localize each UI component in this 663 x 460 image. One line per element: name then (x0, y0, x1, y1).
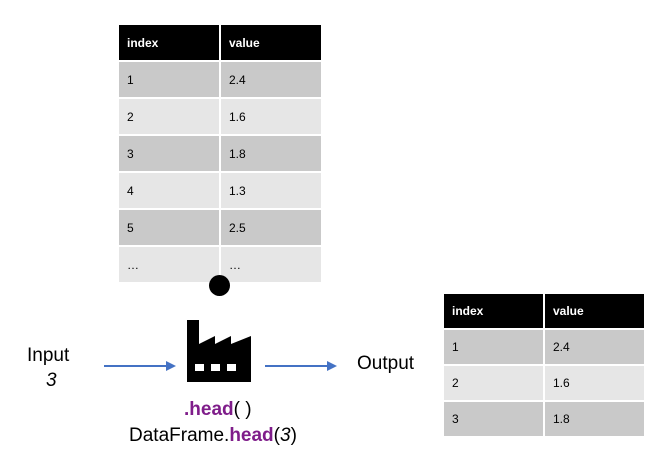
connector-dot (209, 275, 230, 296)
method-call-label: DataFrame.head(3) (129, 425, 297, 447)
call-open-paren: ( (273, 425, 280, 446)
table-row: 1 2.4 (444, 330, 644, 364)
output-arrow-icon (265, 361, 337, 371)
call-close-paren: ) (290, 425, 297, 446)
call-argument: 3 (280, 425, 291, 446)
cell-index: 5 (119, 210, 219, 245)
method-short-label: .head( ) (184, 399, 252, 421)
cell-value: … (221, 247, 321, 282)
cell-index: 1 (119, 62, 219, 97)
method-name: head (189, 399, 234, 420)
cell-value: 2.4 (221, 62, 321, 97)
header-value: value (545, 294, 644, 328)
method-args: ( ) (233, 399, 252, 420)
cell-value: 1.8 (221, 136, 321, 171)
header-index: index (119, 25, 219, 60)
input-value: 3 (46, 370, 57, 391)
source-dataframe-table: index value 1 2.4 2 1.6 3 1.8 4 1.3 5 2.… (117, 23, 323, 284)
cell-index: … (119, 247, 219, 282)
header-index: index (444, 294, 543, 328)
cell-index: 2 (119, 99, 219, 134)
cell-index: 3 (119, 136, 219, 171)
method-prefix: . (184, 399, 190, 420)
call-method-name: head (229, 425, 274, 446)
cell-value: 2.5 (221, 210, 321, 245)
table-row: 2 1.6 (444, 366, 644, 400)
header-value: value (221, 25, 321, 60)
cell-value: 1.8 (545, 402, 644, 436)
input-arrow-icon (104, 361, 176, 371)
cell-index: 1 (444, 330, 543, 364)
cell-index: 2 (444, 366, 543, 400)
cell-index: 3 (444, 402, 543, 436)
table-row: 3 1.8 (444, 402, 644, 436)
cell-value: 1.6 (545, 366, 644, 400)
table-row: … … (119, 247, 321, 282)
cell-value: 1.6 (221, 99, 321, 134)
output-dataframe-table: index value 1 2.4 2 1.6 3 1.8 (442, 292, 646, 438)
factory-icon (187, 320, 251, 382)
table-row: 1 2.4 (119, 62, 321, 97)
cell-index: 4 (119, 173, 219, 208)
table-header-row: index value (444, 294, 644, 328)
table-row: 2 1.6 (119, 99, 321, 134)
call-object: DataFrame. (129, 425, 230, 446)
cell-value: 1.3 (221, 173, 321, 208)
cell-value: 2.4 (545, 330, 644, 364)
table-header-row: index value (119, 25, 321, 60)
table-row: 5 2.5 (119, 210, 321, 245)
table-row: 3 1.8 (119, 136, 321, 171)
input-label: Input (27, 345, 70, 366)
table-row: 4 1.3 (119, 173, 321, 208)
output-label: Output (357, 353, 415, 374)
